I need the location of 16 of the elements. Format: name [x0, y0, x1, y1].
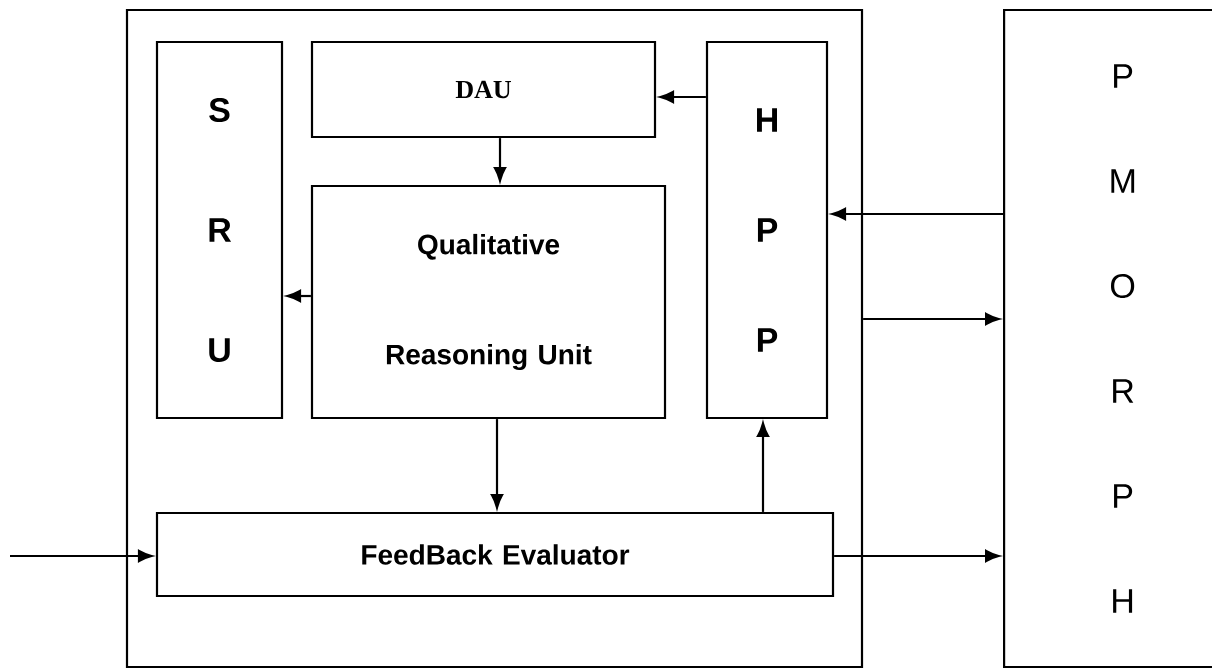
- arrow: [10, 549, 153, 563]
- arrow: [756, 422, 770, 512]
- unit-box: Qualitative Reasoning Unit: [310, 184, 667, 420]
- evaluator-box: FeedBack Evaluator: [155, 511, 835, 598]
- arrow: [286, 289, 311, 303]
- unit-box: DAU: [310, 40, 657, 139]
- arrow: [834, 549, 1000, 563]
- module-box: P M O R P H: [1003, 8, 1212, 669]
- arrow: [659, 90, 706, 104]
- unit-box: S R U: [155, 40, 284, 420]
- frame-box: [125, 8, 864, 669]
- arrow: [490, 419, 504, 509]
- unit-box: H P P: [705, 40, 829, 420]
- arrow: [863, 312, 1000, 326]
- arrow: [493, 138, 507, 182]
- arrow: [831, 207, 1003, 221]
